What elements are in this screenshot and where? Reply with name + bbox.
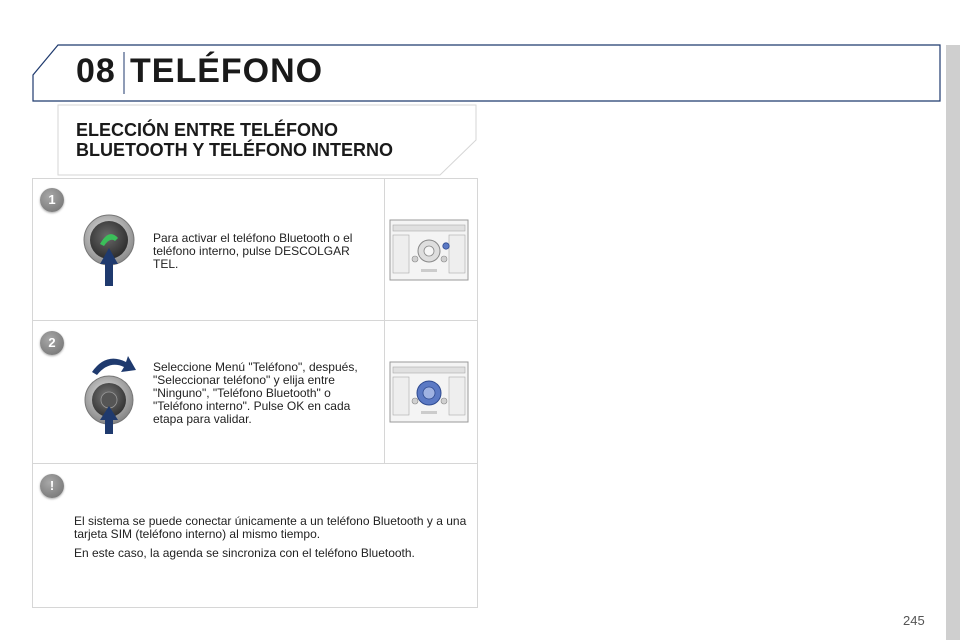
section-title-line2: BLUETOOTH Y TELÉFONO INTERNO [76,140,394,160]
step-1-text: Para activar el teléfono Bluetooth o el … [153,231,353,271]
radio-unit-illustration-1 [389,219,469,281]
note-paragraph-1: El sistema se puede conectar únicamente … [74,514,467,541]
note-paragraph-2: En este caso, la agenda se sincroniza co… [74,546,415,560]
rotary-knob-icon [84,356,136,434]
chapter-header-frame [32,44,941,102]
note-text: El sistema se puede conectar únicamente … [74,515,469,566]
chapter-number: 08 [76,52,116,90]
step-1-badge: 1 [40,188,64,212]
row-divider-2 [32,463,478,464]
image-column-divider [384,179,385,463]
row-divider-1 [32,320,478,321]
step-2-text: Seleccione Menú "Teléfono", después, "Se… [153,360,358,426]
right-margin-bar [946,45,960,640]
section-title-frame [57,104,477,176]
chapter-title: TELÉFONO [130,52,324,90]
section-title-line1: ELECCIÓN ENTRE TELÉFONO [76,120,339,140]
phone-pickup-button-icon [83,214,135,286]
step-2-badge: 2 [40,331,64,355]
page-number: 245 [903,613,925,628]
section-title: ELECCIÓN ENTRE TELÉFONO BLUETOOTH Y TELÉ… [76,120,436,160]
warning-badge: ! [40,474,64,498]
radio-unit-illustration-2 [389,361,469,423]
